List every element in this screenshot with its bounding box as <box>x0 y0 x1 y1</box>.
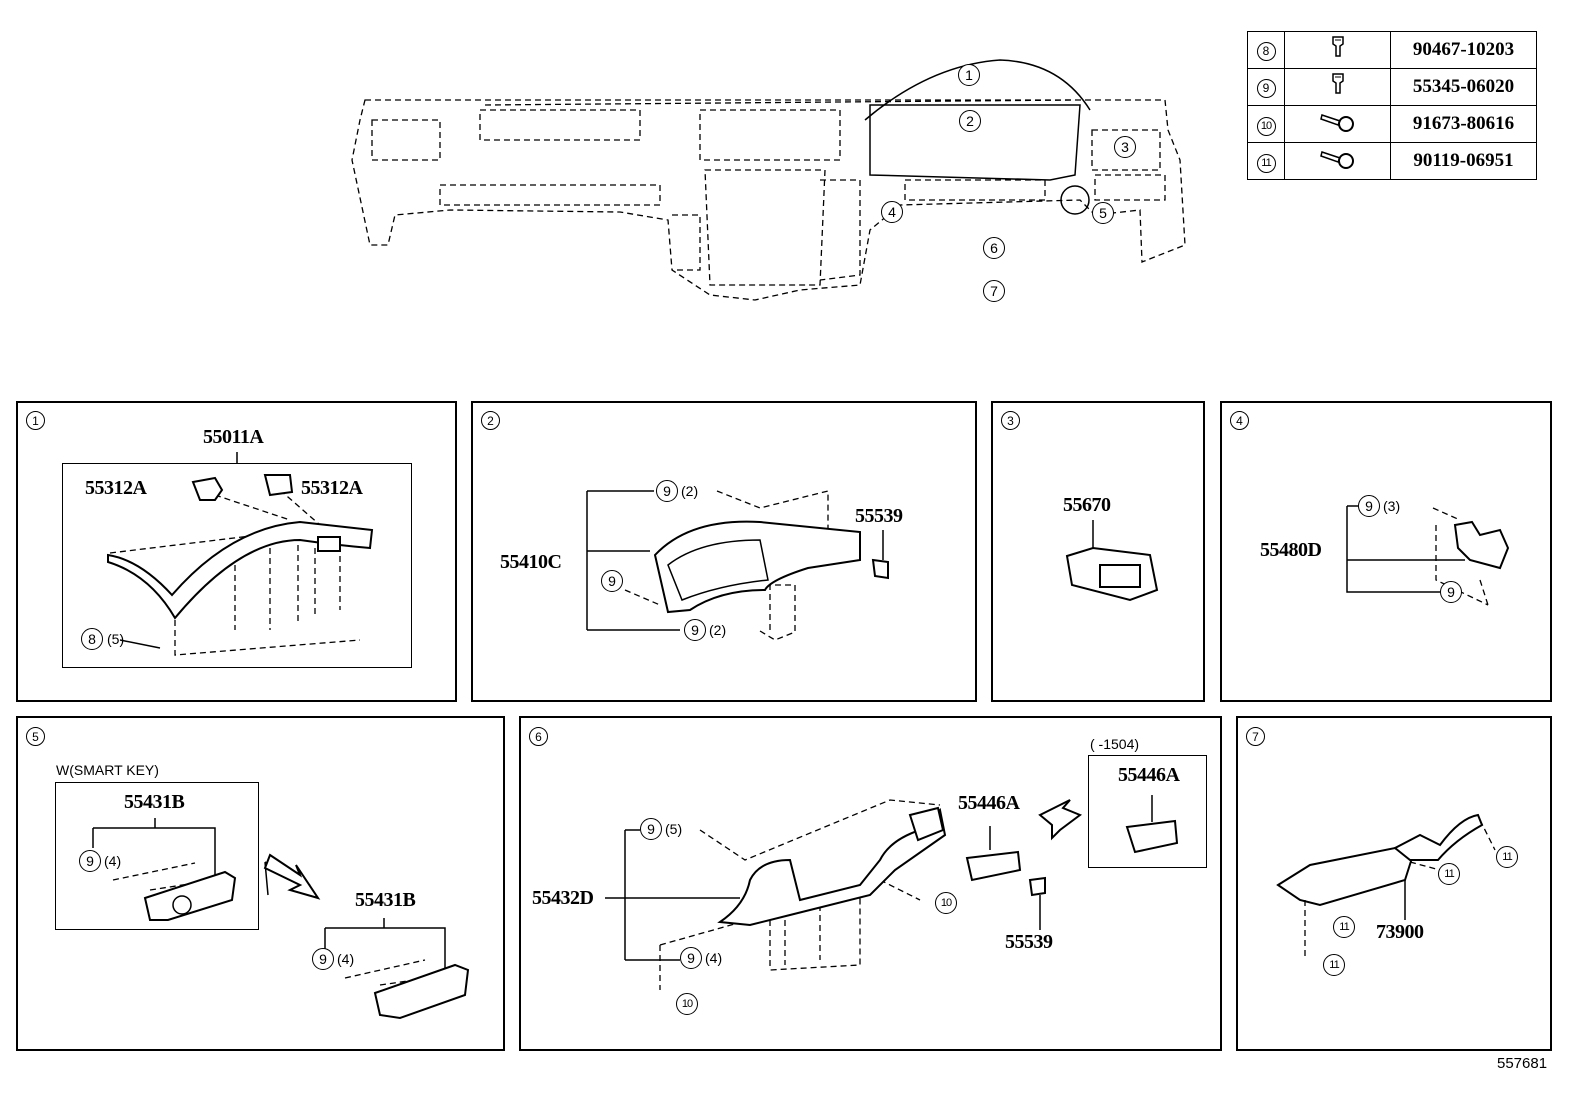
fastener-row[interactable]: 9 55345-06020 <box>1247 68 1537 106</box>
panel-6-art <box>605 795 1179 990</box>
part-label-55539[interactable]: 55539 <box>855 505 903 527</box>
fastener-qty: (2) <box>709 622 727 638</box>
illustration-number: 557681 <box>1497 1055 1548 1072</box>
panel-2-art <box>586 490 889 641</box>
panel-4-art <box>1346 505 1510 606</box>
fastener-row[interactable]: 11 90119-06951 <box>1247 142 1537 180</box>
clip-icon <box>1331 36 1344 57</box>
fastener-callout-9: 9 <box>656 480 678 502</box>
fastener-qty: (3) <box>1383 498 1401 514</box>
fastener-callout-10: 10 <box>935 892 957 914</box>
panel-3-ref: 3 <box>1001 411 1020 430</box>
part-label-55480D[interactable]: 55480D <box>1260 539 1322 561</box>
part-label-55011A[interactable]: 55011A <box>203 426 264 448</box>
fastener-qty: (5) <box>107 631 125 647</box>
fastener-callout-9: 9 <box>601 570 623 592</box>
panel-6-inset-box <box>1088 755 1207 868</box>
part-label-55670[interactable]: 55670 <box>1063 494 1111 516</box>
panel-5[interactable] <box>16 716 505 1051</box>
fastener-callout-11: 11 <box>1496 846 1518 868</box>
fastener-callout-9: 9 <box>1358 495 1380 517</box>
panel-7-ref: 7 <box>1246 727 1265 746</box>
part-label-55431B-outer[interactable]: 55431B <box>355 889 416 911</box>
clip-icon <box>1331 73 1344 94</box>
fastener-callout-10: 10 <box>676 993 698 1015</box>
inset-date-range: ( -1504) <box>1090 736 1140 752</box>
panel-3[interactable] <box>991 401 1205 702</box>
part-label-55312A-left[interactable]: 55312A <box>85 477 147 499</box>
fastener-ref: 8 <box>1256 41 1276 61</box>
fastener-callout-8: 8 <box>81 628 103 650</box>
panel-7[interactable] <box>1236 716 1552 1051</box>
part-label-55410C[interactable]: 55410C <box>500 551 562 573</box>
fastener-qty: (4) <box>337 951 355 967</box>
fastener-qty: (5) <box>665 821 683 837</box>
fastener-table: 8 90467-10203 9 55345-06020 10 91673-806… <box>1247 31 1537 180</box>
part-label-55432D[interactable]: 55432D <box>532 887 594 909</box>
panel-1-ref: 1 <box>26 411 45 430</box>
screw-icon <box>1319 114 1354 132</box>
fastener-part-number: 91673-80616 <box>1390 105 1537 143</box>
panel-2[interactable] <box>471 401 977 702</box>
panel-1[interactable] <box>16 401 457 702</box>
overview-callout-6: 6 <box>983 237 1005 259</box>
overview-callout-3: 3 <box>1114 136 1136 158</box>
panel-5-inner-box <box>55 782 259 930</box>
part-label-55446A-inset[interactable]: 55446A <box>1118 764 1180 786</box>
panel-5-ref: 5 <box>26 727 45 746</box>
panel-6-ref: 6 <box>529 727 548 746</box>
fastener-callout-9: 9 <box>1440 581 1462 603</box>
part-label-55446A[interactable]: 55446A <box>958 792 1020 814</box>
fastener-qty: (4) <box>104 853 122 869</box>
fastener-callout-9: 9 <box>684 619 706 641</box>
fastener-callout-9: 9 <box>312 948 334 970</box>
fastener-ref: 10 <box>1256 116 1276 136</box>
fastener-callout-11: 11 <box>1438 863 1460 885</box>
part-label-55539[interactable]: 55539 <box>1005 931 1053 953</box>
panel-5-art <box>92 818 470 1020</box>
panel-2-ref: 2 <box>481 411 500 430</box>
overview-callout-5: 5 <box>1092 202 1114 224</box>
fastener-callout-9: 9 <box>680 947 702 969</box>
screw-icon <box>1319 151 1354 169</box>
fastener-row[interactable]: 10 91673-80616 <box>1247 105 1537 143</box>
panel-6[interactable] <box>519 716 1222 1051</box>
fastener-ref: 11 <box>1256 153 1276 173</box>
instrument-panel-overview-drawing <box>351 59 1186 301</box>
part-label-55312A-right[interactable]: 55312A <box>301 477 363 499</box>
fastener-callout-9: 9 <box>640 818 662 840</box>
overview-callout-2: 2 <box>959 110 981 132</box>
panel-1-art <box>107 452 374 656</box>
fastener-part-number: 90467-10203 <box>1390 31 1537 69</box>
fastener-ref: 9 <box>1256 78 1276 98</box>
fastener-part-number: 55345-06020 <box>1390 68 1537 106</box>
panel-4-ref: 4 <box>1230 411 1249 430</box>
fastener-callout-11: 11 <box>1323 954 1345 976</box>
fastener-callout-9: 9 <box>79 850 101 872</box>
part-label-55431B-inner[interactable]: 55431B <box>124 791 185 813</box>
condition-label: W(SMART KEY) <box>56 762 159 778</box>
panel-3-art <box>1065 520 1159 602</box>
overview-callout-4: 4 <box>881 201 903 223</box>
fastener-qty: (4) <box>705 950 723 966</box>
panel-4[interactable] <box>1220 401 1552 702</box>
fastener-row[interactable]: 8 90467-10203 <box>1247 31 1537 69</box>
fastener-qty: (2) <box>681 483 699 499</box>
overview-callout-7: 7 <box>983 280 1005 302</box>
fastener-part-number: 90119-06951 <box>1390 142 1537 180</box>
overview-callout-1: 1 <box>958 64 980 86</box>
panel-1-inner-box <box>62 463 412 668</box>
panel-7-art <box>1276 813 1496 960</box>
fastener-callout-11: 11 <box>1333 916 1355 938</box>
part-label-73900[interactable]: 73900 <box>1376 921 1424 943</box>
